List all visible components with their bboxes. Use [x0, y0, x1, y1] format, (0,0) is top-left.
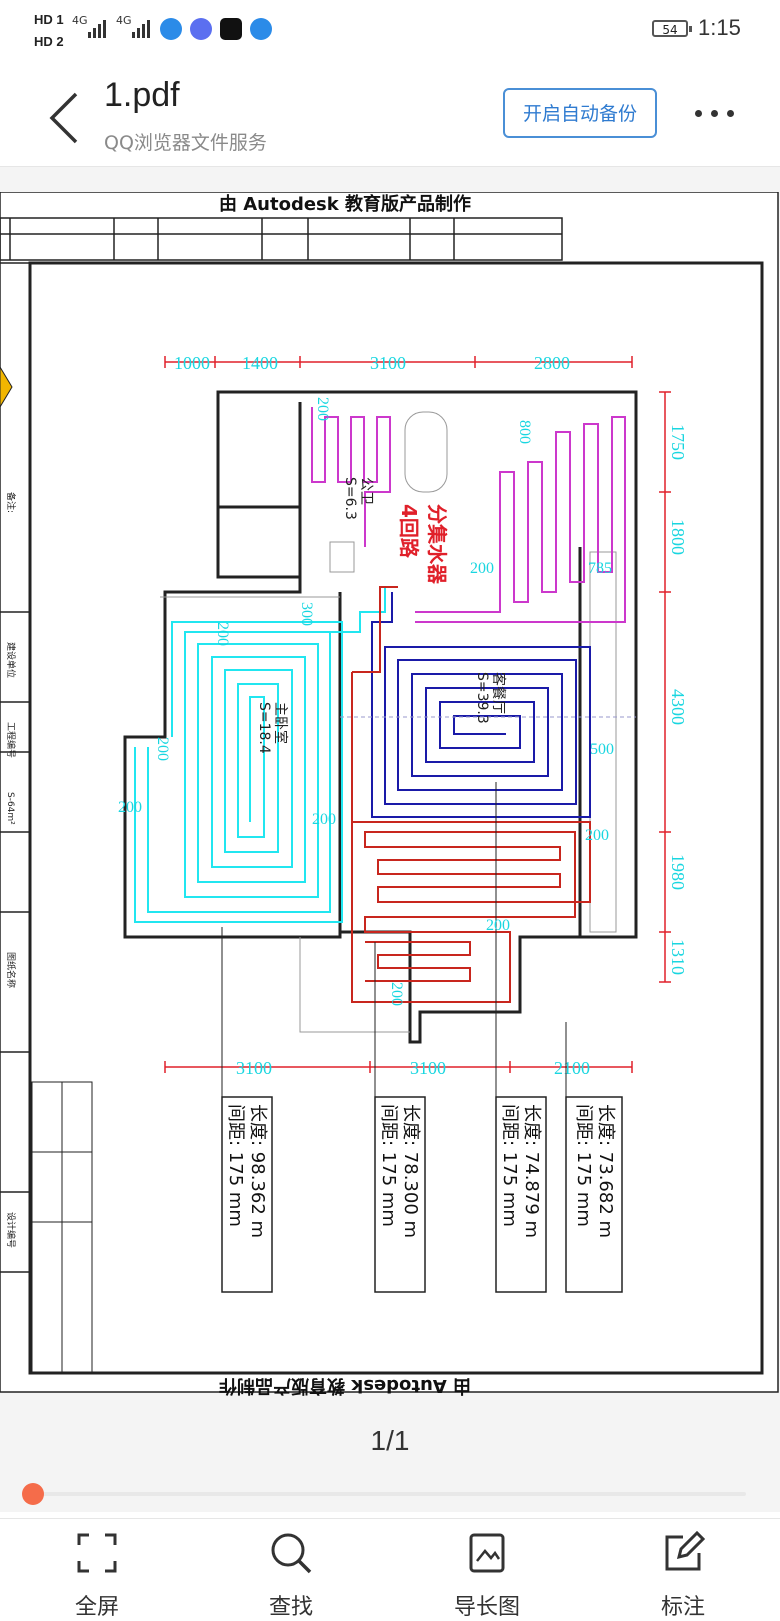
- loop-2-spacing: 间距: 175 mm: [378, 1104, 399, 1227]
- signal-icon-2: [132, 16, 150, 38]
- dim-top-4: 2800: [534, 353, 570, 373]
- loop-2-length: 长度: 78.300 m: [400, 1104, 421, 1238]
- qq-browser-icon: [160, 18, 182, 40]
- edit-icon: [665, 1531, 705, 1571]
- fullscreen-label: 全屏: [74, 1595, 119, 1620]
- bottom-toolbar: 全屏 查找 导长图 标注: [0, 1518, 780, 1621]
- music-app-icon: [190, 18, 212, 40]
- pdf-page: 由 Autodesk 教育版产品制作 备注:: [0, 192, 779, 1397]
- loop-1-spacing: 间距: 175 mm: [225, 1104, 246, 1227]
- hd-indicator-2: HD 2: [34, 34, 64, 49]
- dim-top-2: 1400: [242, 353, 278, 373]
- spacing-label: 785: [588, 560, 612, 577]
- spacing-label: 200: [154, 737, 171, 761]
- loop-box-3: [495, 1096, 547, 1293]
- room-name-bedroom: 主卧室: [272, 702, 289, 744]
- room-area-bedroom: S=18.4: [256, 702, 272, 754]
- spacing-label: 800: [516, 420, 533, 444]
- spacing-label: 200: [388, 982, 405, 1006]
- dim-bottom-3: 2100: [554, 1058, 590, 1078]
- network-type-1: 4G: [72, 14, 88, 27]
- annotate-label: 标注: [660, 1595, 705, 1620]
- svg-text:S-64m²: S-64m²: [5, 792, 15, 825]
- find-button[interactable]: 查找: [226, 1519, 356, 1621]
- room-area-living: S=39.3: [474, 672, 490, 724]
- network-type-2: 4G: [116, 14, 132, 27]
- room-area-bathroom: S=6.3: [342, 477, 358, 520]
- long-image-label: 导长图: [453, 1595, 520, 1620]
- loop-box-2: [374, 1096, 426, 1293]
- spacing-label: 300: [298, 602, 315, 626]
- file-title: 1.pdf: [104, 76, 180, 114]
- dim-right-3: 4300: [668, 689, 688, 725]
- long-image-icon: [469, 1533, 505, 1573]
- loop-4-spacing: 间距: 175 mm: [573, 1104, 594, 1227]
- spacing-label: 200: [486, 917, 510, 934]
- spacing-label: 500: [590, 741, 614, 758]
- svg-text:设计编号: 设计编号: [5, 1212, 17, 1248]
- page-progress-slider[interactable]: [22, 1483, 746, 1505]
- auto-backup-button[interactable]: 开启自动备份: [503, 88, 657, 138]
- manifold-circuits: 4回路: [397, 504, 421, 559]
- dim-right-2: 1800: [668, 519, 688, 555]
- file-source-subtitle: QQ浏览器文件服务: [104, 132, 267, 154]
- spacing-label: 200: [118, 799, 142, 816]
- fullscreen-button[interactable]: 全屏: [32, 1519, 162, 1621]
- loop-3-spacing: 间距: 175 mm: [499, 1104, 520, 1227]
- svg-text:备注:: 备注:: [5, 492, 17, 513]
- loop-4-length: 长度: 73.682 m: [595, 1104, 616, 1238]
- tiktok-icon: [220, 18, 242, 40]
- hd-indicator-1: HD 1: [34, 12, 64, 27]
- app-header: 1.pdf QQ浏览器文件服务 开启自动备份: [0, 62, 780, 167]
- spacing-label: 200: [470, 560, 494, 577]
- dim-bottom-1: 3100: [236, 1058, 272, 1078]
- clock: 1:15: [698, 15, 741, 40]
- progress-track[interactable]: [32, 1492, 746, 1496]
- progress-knob[interactable]: [22, 1483, 44, 1505]
- long-image-button[interactable]: 导长图: [422, 1519, 552, 1621]
- svg-text:工程编号: 工程编号: [5, 722, 17, 758]
- spacing-label: 200: [214, 622, 231, 646]
- qq-browser-icon-2: [250, 18, 272, 40]
- autodesk-caption-top: 由 Autodesk 教育版产品制作: [219, 193, 471, 215]
- room-name-bathroom: 公卫: [358, 477, 374, 505]
- loop-box-1: [221, 1096, 273, 1293]
- spacing-label: 200: [585, 827, 609, 844]
- loop-1-length: 长度: 98.362 m: [247, 1104, 268, 1238]
- status-bar: HD 1 HD 2 4G 4G 54 1:15: [0, 0, 780, 62]
- manifold-label: 分集水器: [425, 504, 449, 585]
- loop-3-length: 长度: 74.879 m: [521, 1104, 542, 1238]
- page-indicator: 1/1: [370, 1425, 410, 1456]
- search-icon: [271, 1533, 312, 1574]
- battery-icon: 54: [652, 20, 692, 37]
- dim-bottom-2: 3100: [410, 1058, 446, 1078]
- dim-top-1: 1000: [174, 353, 210, 373]
- fullscreen-icon: [77, 1533, 117, 1573]
- back-arrow-icon[interactable]: [46, 90, 86, 146]
- svg-text:图纸名称: 图纸名称: [5, 952, 17, 988]
- loop-box-4: [565, 1096, 623, 1293]
- room-name-living: 客餐厅: [490, 672, 507, 714]
- svg-text:建设单位: 建设单位: [5, 642, 17, 678]
- signal-icon: [88, 16, 106, 38]
- spacing-label: 200: [312, 811, 336, 828]
- more-options-icon[interactable]: [695, 102, 745, 122]
- find-label: 查找: [268, 1595, 313, 1620]
- spacing-label: 200: [314, 397, 331, 421]
- dim-right-4: 1980: [668, 854, 688, 890]
- autodesk-caption-bottom: 由 Autodesk 教育版产品制作: [219, 1375, 471, 1397]
- dim-right-5: 1310: [668, 939, 688, 975]
- dim-top-3: 3100: [370, 353, 406, 373]
- dim-right-1: 1750: [668, 424, 688, 460]
- pdf-viewer[interactable]: 由 Autodesk 教育版产品制作 备注:: [0, 167, 780, 1512]
- annotate-button[interactable]: 标注: [618, 1519, 748, 1621]
